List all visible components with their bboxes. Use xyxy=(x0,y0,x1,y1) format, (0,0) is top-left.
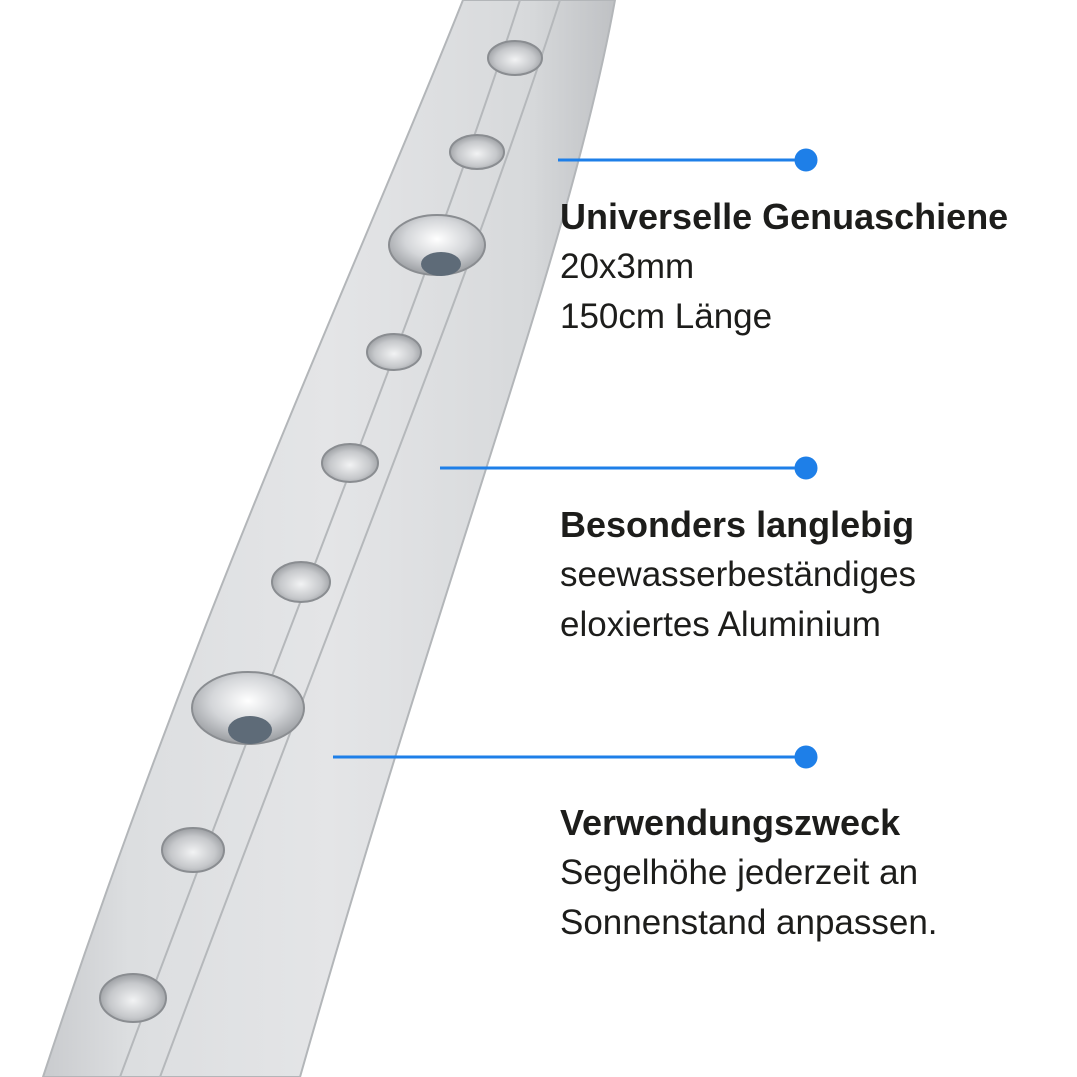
feature-line: 150cm Länge xyxy=(560,297,773,336)
feature-title: Universelle Genuaschiene xyxy=(560,196,1009,237)
callout-dot-3 xyxy=(794,745,818,769)
feature-block-material: Besonders langlebig seewasserbeständiges… xyxy=(560,500,1060,650)
feature-title: Besonders langlebig xyxy=(560,504,915,545)
feature-title: Verwendungszweck xyxy=(560,802,901,843)
feature-line: seewasserbeständiges xyxy=(560,555,917,594)
callout-lines xyxy=(333,148,818,769)
feature-block-usage: Verwendungszweck Segelhöhe jederzeit an … xyxy=(560,798,1060,948)
feature-line: 20x3mm xyxy=(560,247,695,286)
feature-line: Segelhöhe jederzeit an xyxy=(560,853,919,892)
rail-groove-right xyxy=(159,0,561,1077)
feature-line: eloxiertes Aluminium xyxy=(560,605,881,644)
feature-line: Sonnenstand anpassen. xyxy=(560,903,938,942)
aluminium-rail xyxy=(41,0,617,1077)
callout-dot-2 xyxy=(794,456,818,480)
rail-holes xyxy=(99,40,543,1023)
callout-dot-1 xyxy=(794,148,818,172)
countersunk-holes xyxy=(191,214,486,745)
feature-block-dimensions: Universelle Genuaschiene 20x3mm 150cm Lä… xyxy=(560,192,1060,342)
